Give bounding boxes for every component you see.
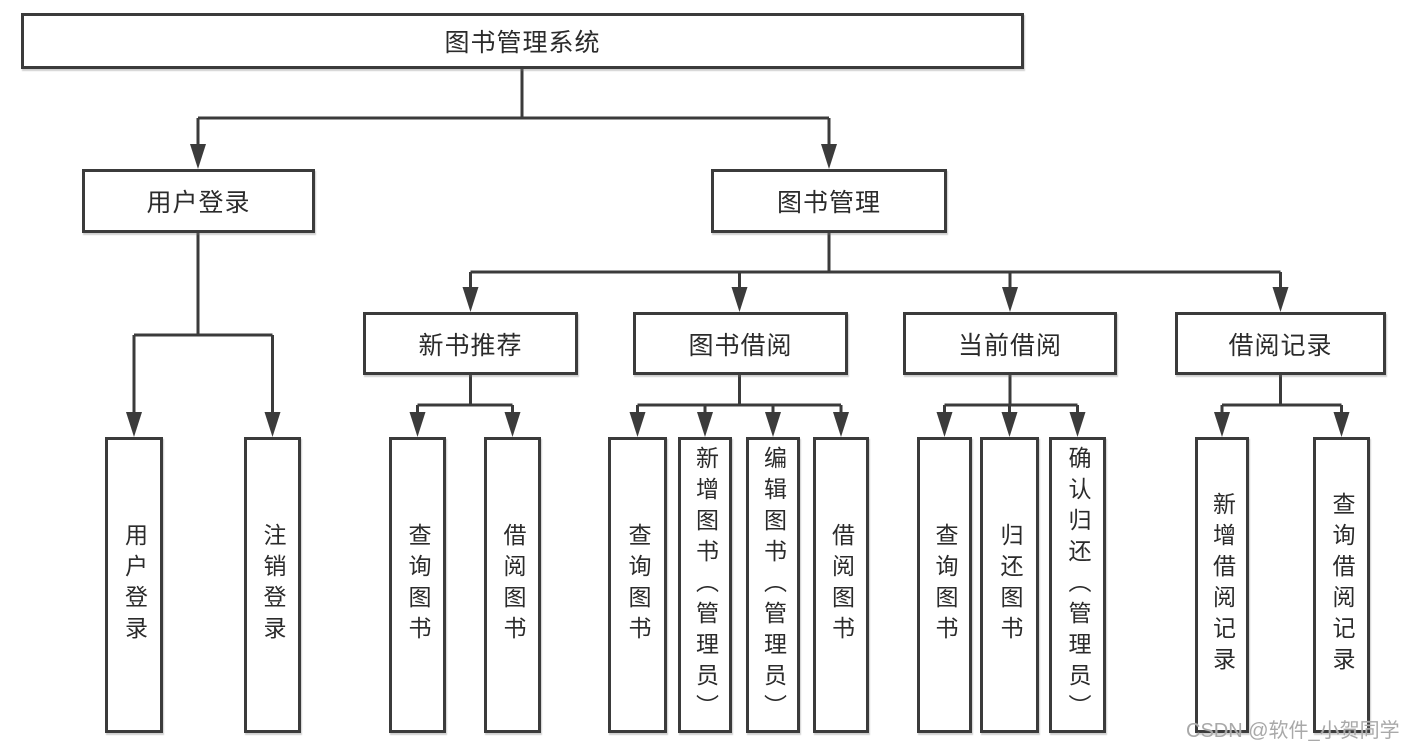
arrowhead-leaf-user-login xyxy=(126,412,142,437)
node-borrowing-records: 借阅记录 xyxy=(1175,312,1386,375)
connector-book-management-children xyxy=(462,233,1289,312)
arrowhead-book-borrowing xyxy=(731,287,748,312)
node-book-borrowing: 图书借阅 xyxy=(633,312,848,375)
connector-root-to-level2 xyxy=(190,69,837,169)
node-label: 图书借阅 xyxy=(688,331,793,360)
connector-borrowing-records-children xyxy=(1214,375,1350,437)
leaf-borrow-books-1: 借阅图书 xyxy=(484,437,541,733)
node-label: 图书管理 xyxy=(776,189,881,217)
leaf-query-books-1: 查询图书 xyxy=(389,437,446,733)
leaf-add-borrow-record: 新增借阅记录 xyxy=(1195,437,1249,733)
arrowhead-leaf-query-borrow-record xyxy=(1333,412,1350,437)
leaf-label: 注销登录 xyxy=(260,523,286,647)
leaf-return-book: 归还图书 xyxy=(980,437,1039,733)
leaf-label: 查询图书 xyxy=(405,523,431,647)
leaf-label: 归还图书 xyxy=(997,523,1023,647)
leaf-label: 确认归还（管理员） xyxy=(1065,445,1091,725)
node-label: 当前借阅 xyxy=(957,331,1062,360)
leaf-label: 借阅图书 xyxy=(500,523,526,647)
node-book-management-system: 图书管理系统 xyxy=(21,13,1024,69)
arrowhead-book-management xyxy=(821,144,837,169)
leaf-user-login: 用户登录 xyxy=(105,437,163,733)
node-current-borrowing: 当前借阅 xyxy=(903,312,1117,375)
leaf-confirm-return-admin: 确认归还（管理员） xyxy=(1049,437,1106,733)
arrowhead-leaf-return-book xyxy=(1001,412,1018,437)
arrowhead-leaf-confirm-return xyxy=(1069,412,1086,437)
leaf-label: 查询图书 xyxy=(932,523,958,647)
arrowhead-current-borrowing xyxy=(1002,287,1018,312)
leaf-edit-book-admin: 编辑图书（管理员） xyxy=(746,437,800,733)
leaf-query-borrow-record: 查询借阅记录 xyxy=(1313,437,1370,733)
leaf-label: 新增图书（管理员） xyxy=(692,445,719,725)
arrowhead-new-book-recommend xyxy=(462,287,479,312)
leaf-borrow-books-2: 借阅图书 xyxy=(813,437,869,733)
leaf-label: 查询图书 xyxy=(625,523,651,647)
leaf-label: 用户登录 xyxy=(121,523,148,647)
connector-book-borrowing-children xyxy=(629,375,849,437)
arrowhead-user-login xyxy=(190,144,206,169)
leaf-logout: 注销登录 xyxy=(244,437,301,733)
leaf-label: 编辑图书（管理员） xyxy=(760,445,787,725)
arrowhead-borrowing-records xyxy=(1272,287,1289,312)
watermark-text: CSDN @软件_小贺同学 xyxy=(1186,720,1400,742)
node-label: 用户登录 xyxy=(146,189,251,217)
leaf-query-books-3: 查询图书 xyxy=(917,437,972,733)
node-book-management: 图书管理 xyxy=(711,169,947,233)
arrowhead-leaf-add-borrow-record xyxy=(1214,412,1230,437)
connector-user-login-children xyxy=(126,233,281,437)
connector-current-borrowing-children xyxy=(936,375,1086,437)
arrowhead-leaf-query-books-2 xyxy=(629,412,646,437)
arrowhead-leaf-logout xyxy=(264,412,281,437)
leaf-label: 借阅图书 xyxy=(828,523,855,647)
node-new-book-recommend: 新书推荐 xyxy=(363,312,578,375)
arrowhead-leaf-borrow-books-2 xyxy=(833,412,849,437)
node-label: 图书管理系统 xyxy=(444,29,601,57)
node-label: 新书推荐 xyxy=(418,331,523,360)
arrowhead-leaf-query-books-3 xyxy=(936,412,953,437)
arrowhead-leaf-borrow-books-1 xyxy=(504,412,521,437)
node-label: 借阅记录 xyxy=(1228,331,1333,360)
arrowhead-leaf-query-books-1 xyxy=(409,412,426,437)
arrowhead-leaf-edit-book xyxy=(765,412,781,437)
node-user-login: 用户登录 xyxy=(82,169,315,233)
leaf-label: 查询借阅记录 xyxy=(1329,492,1355,678)
leaf-add-book-admin: 新增图书（管理员） xyxy=(678,437,732,733)
connector-new-book-recommend-children xyxy=(409,375,521,437)
leaf-label: 新增借阅记录 xyxy=(1209,492,1236,678)
leaf-query-books-2: 查询图书 xyxy=(608,437,667,733)
arrowhead-leaf-add-book xyxy=(697,412,713,437)
